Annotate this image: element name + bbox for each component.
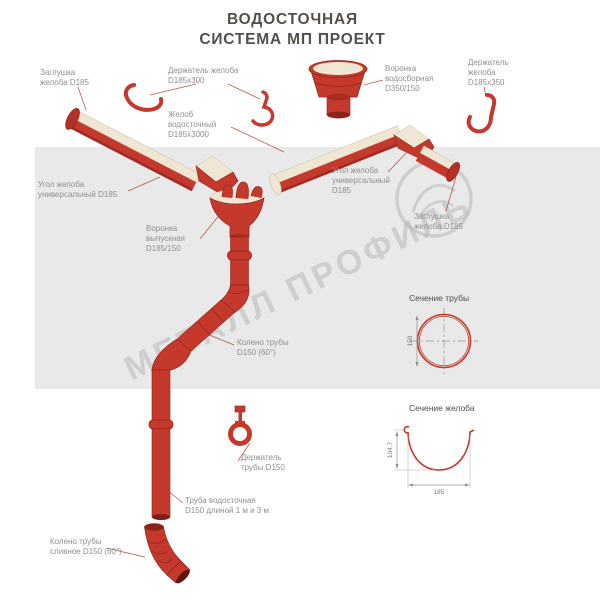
- pipe-section-diagram: 150: [407, 308, 478, 374]
- page-title-line1: ВОДОСТОЧНАЯ: [227, 11, 358, 28]
- gutter-section-width-dim: 185: [434, 489, 445, 496]
- gutter-section-diagram: 104,7 185: [387, 425, 475, 496]
- pipe-holder-part: [228, 405, 252, 446]
- label-downpipe: Труба водосточная D150 длиной 1 м и 3 м: [185, 496, 269, 515]
- label-pipe-elbow: Колено трубы D150 (60°): [237, 338, 289, 357]
- outlet-funnel-part: [209, 181, 265, 238]
- page-title-line2: СИСТЕМА МП ПРОЕКТ: [199, 31, 386, 49]
- gutter-holder-mid-icon: [251, 90, 275, 127]
- background-band: [35, 147, 600, 389]
- leader-lines: [77, 79, 487, 558]
- label-gutter-corner-left: Угол желоба универсальный D185: [38, 180, 118, 199]
- gutter-section-height-dim: 104,7: [387, 441, 394, 458]
- label-gutter-end-cap-right: Заглушка желоба D185: [414, 212, 463, 231]
- label-outlet-funnel: Воронка выпускная D185/150: [146, 224, 185, 253]
- label-drain-elbow: Колено трубы сливное D150 (60°): [50, 537, 122, 556]
- pipe-section-dim: 150: [407, 335, 414, 346]
- label-gutter-holder-350: Держатель желоба D185х350: [468, 58, 509, 87]
- gutter-right-end-part: [415, 145, 460, 182]
- drain-elbow-part: [144, 523, 191, 584]
- label-pipe-holder: Держатель трубы D150: [241, 453, 285, 472]
- label-gutter-holder-300: Держатель желоба D185х300: [168, 66, 239, 85]
- collector-funnel-part: [308, 60, 368, 119]
- gutter-holder-right-icon: [466, 93, 497, 134]
- page-title: ВОДОСТОЧНАЯ СИСТЕМА МП ПРОЕКТ: [100, 10, 485, 50]
- label-collector-funnel: Воронка водосборная D350/150: [385, 64, 434, 93]
- gutter-left-part: [65, 108, 201, 192]
- label-gutter-end-cap-left: Заглушка желоба D185: [40, 68, 89, 87]
- label-gutter: Желоб водосточный D185х3000: [168, 110, 217, 139]
- gutter-right-part: [269, 125, 405, 196]
- gutter-section-title: Сечение желоба: [409, 403, 475, 413]
- downpipe-assembly-part: [148, 233, 252, 521]
- pipe-section-title: Сечение трубы: [409, 293, 470, 303]
- gutter-holder-left-icon: [123, 83, 164, 112]
- label-gutter-corner-right: Угол желоба универсальный D185: [332, 166, 390, 195]
